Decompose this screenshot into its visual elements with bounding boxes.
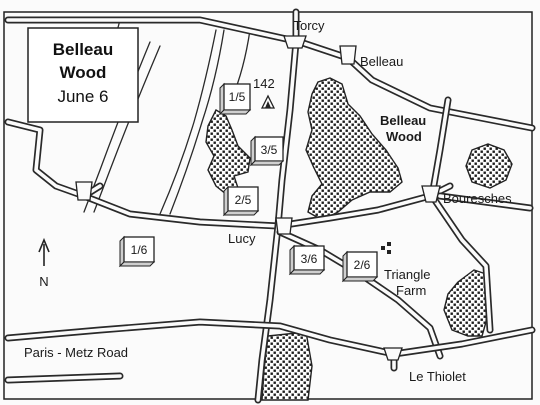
unit-3-6: 3/6 (288, 244, 326, 276)
label-torcy: Torcy (293, 18, 325, 33)
unit-3-6-label: 3/6 (301, 252, 318, 266)
west-crossing (75, 181, 93, 201)
unit-1-6: 1/6 (118, 235, 156, 268)
unit-1-5-label: 1/5 (229, 90, 246, 104)
title-line-2: Wood (60, 63, 107, 82)
torcy-crossing (283, 35, 307, 49)
compass-north-label: N (39, 274, 48, 289)
unit-2-6: 2/6 (341, 250, 379, 283)
thiolet-crossing (383, 347, 403, 361)
label-paris-metz-road: Paris - Metz Road (24, 345, 128, 360)
unit-2-5: 2/5 (222, 185, 260, 217)
crossings-layer (75, 35, 441, 361)
label-belleau-wood-1: Belleau (380, 113, 426, 128)
title-box: Belleau Wood June 6 (27, 27, 139, 123)
title-line-1: Belleau (53, 40, 113, 59)
unit-2-5-label: 2/5 (235, 193, 252, 207)
label-triangle-2: Farm (396, 283, 426, 298)
belleau-crossing (339, 45, 357, 65)
label-belleau-wood-2: Wood (386, 129, 422, 144)
hill-icon (260, 94, 276, 109)
lucy-crossing (275, 217, 293, 235)
wood-south (261, 331, 313, 401)
label-le-thiolet: Le Thiolet (409, 369, 466, 384)
unit-3-5-label: 3/5 (261, 143, 278, 157)
unit-3-5: 3/5 (249, 135, 285, 167)
wood-southeast (443, 269, 489, 337)
label-triangle-1: Triangle (384, 267, 430, 282)
belleau-wood (305, 77, 403, 221)
bouresches-crossing (421, 185, 441, 203)
title-line-3: June 6 (57, 87, 108, 106)
unit-1-6-label: 1/6 (131, 243, 148, 257)
unit-2-6-label: 2/6 (354, 258, 371, 272)
unit-1-5: 1/5 (218, 82, 252, 116)
label-hill-142: 142 (253, 76, 275, 91)
label-lucy: Lucy (228, 231, 256, 246)
arrow-up-icon (38, 237, 50, 266)
label-bouresches: Bouresches (443, 191, 512, 206)
building-icon (381, 242, 391, 254)
label-belleau: Belleau (360, 54, 403, 69)
wood-east (465, 143, 513, 189)
woods-layer (205, 77, 513, 401)
